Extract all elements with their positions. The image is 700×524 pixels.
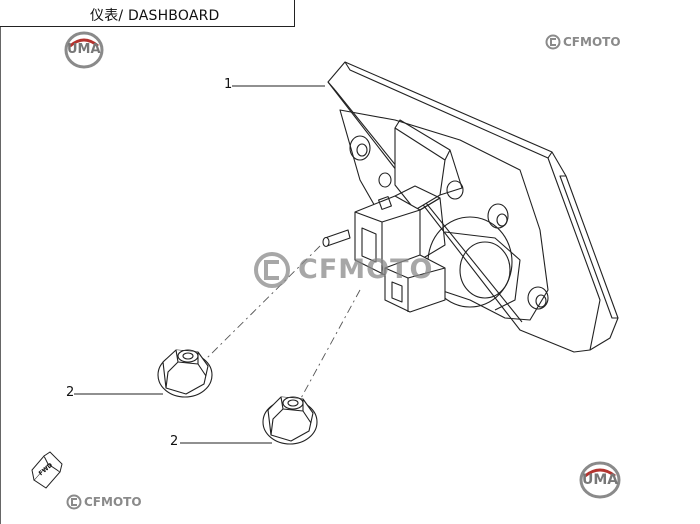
uma-logo-bottom-text: UMA: [582, 472, 619, 488]
frame-left-border: [0, 0, 1, 524]
cfmoto-logo-top-icon: [545, 34, 561, 50]
assembly-guide-lines: [204, 245, 361, 401]
title-box: 仪表/ DASHBOARD: [0, 0, 295, 27]
callout-1: 1: [224, 77, 233, 92]
cfmoto-logo-top-text: CFMOTO: [563, 35, 621, 49]
cfmoto-logo-bottom-text: CFMOTO: [84, 495, 142, 509]
uma-logo-bottom: UMA: [578, 460, 622, 500]
page-title: 仪表/ DASHBOARD: [90, 8, 220, 24]
cfmoto-watermark-text: CFMOTO: [298, 254, 434, 285]
leader-lines: [74, 85, 325, 444]
nut-part-upper: [157, 349, 213, 398]
nut-part-lower: [262, 396, 318, 445]
callout-2b: 2: [170, 434, 179, 449]
cfmoto-watermark-icon: [254, 252, 290, 288]
uma-logo-bottom-icon: [579, 461, 621, 499]
uma-logo-top-text: UMA: [67, 42, 101, 57]
uma-logo-top-icon: [64, 31, 104, 69]
callout-2a: 2: [66, 385, 75, 400]
fwd-arrow-icon: [31, 451, 63, 489]
dashboard-part: [322, 61, 619, 353]
uma-logo-top: UMA: [64, 30, 104, 70]
cfmoto-logo-bottom-icon: [66, 494, 82, 510]
